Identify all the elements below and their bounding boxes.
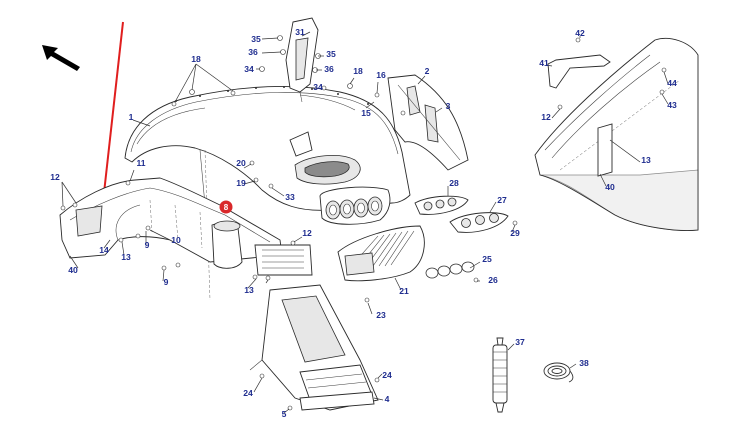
- main-fender-part: [124, 86, 411, 301]
- callout-label-13: 13: [641, 155, 651, 165]
- callout-label-36: 36: [324, 64, 334, 74]
- callout-label-2: 2: [425, 66, 430, 76]
- highlight-badge: 8: [219, 200, 233, 214]
- direction-arrow-icon: [42, 45, 80, 71]
- callout-label-23: 23: [376, 310, 386, 320]
- callout-label-35: 35: [326, 49, 336, 59]
- callout-label-34: 34: [244, 64, 254, 74]
- callout-label-19: 19: [236, 178, 246, 188]
- callout-label-11: 11: [136, 158, 145, 168]
- callout-label-25: 25: [482, 254, 492, 264]
- right-fender-part: [534, 37, 699, 231]
- red-indicator-arrow-icon: [98, 21, 124, 202]
- callout-label-41: 41: [539, 58, 549, 68]
- tape-roll-38-part: [543, 362, 574, 383]
- callout-label-18: 18: [191, 54, 201, 64]
- bracket-31-part: [285, 17, 319, 103]
- callout-label-44: 44: [667, 78, 677, 88]
- callout-label-40: 40: [605, 182, 615, 192]
- callout-label-18: 18: [353, 66, 363, 76]
- callout-label-12: 12: [50, 172, 60, 182]
- callout-label-20: 20: [236, 158, 246, 168]
- lamp-28-part: [414, 195, 469, 215]
- lower-step-bracket-part: [249, 284, 379, 411]
- callout-label-26: 26: [488, 275, 498, 285]
- callout-label-21: 21: [399, 286, 409, 296]
- side-panel-part: [387, 74, 469, 171]
- callout-label-42: 42: [575, 28, 585, 38]
- callout-label-35: 35: [251, 34, 261, 44]
- callout-label-9: 9: [145, 240, 150, 250]
- callout-label-24: 24: [243, 388, 253, 398]
- callout-label-1: 1: [129, 112, 134, 122]
- callout-label-3: 3: [446, 101, 451, 111]
- callout-label-43: 43: [667, 100, 677, 110]
- leader-lines: [61, 31, 669, 414]
- highlight-badge-label: 8: [224, 203, 229, 212]
- callout-label-24: 24: [382, 370, 392, 380]
- callout-label-5: 5: [282, 409, 287, 419]
- callout-label-10: 10: [171, 235, 181, 245]
- callout-label-33: 33: [285, 192, 295, 202]
- callout-label-12: 12: [302, 228, 312, 238]
- callout-label-12: 12: [541, 112, 551, 122]
- callout-label-15: 15: [361, 108, 371, 118]
- callout-label-36: 36: [248, 47, 258, 57]
- callout-label-13: 13: [244, 285, 254, 295]
- callout-label-37: 37: [515, 337, 525, 347]
- callout-label-31: 31: [295, 27, 305, 37]
- sealant-tube-37-part: [492, 337, 508, 413]
- callout-label-27: 27: [497, 195, 507, 205]
- callout-label-28: 28: [449, 178, 459, 188]
- callout-label-14: 14: [99, 245, 109, 255]
- callout-label-38: 38: [579, 358, 589, 368]
- callout-label-13: 13: [121, 252, 131, 262]
- callout-label-34: 34: [313, 82, 323, 92]
- callout-label-16: 16: [376, 70, 386, 80]
- gasket-25-part: [425, 261, 475, 279]
- rear-mudguard-extension-part: [59, 177, 313, 276]
- callout-label-9: 9: [164, 277, 169, 287]
- callout-label-29: 29: [510, 228, 520, 238]
- callout-label-4: 4: [385, 394, 390, 404]
- lamp-27-part: [449, 212, 509, 233]
- grille-21-part: [337, 225, 425, 282]
- callout-label-40: 40: [68, 265, 78, 275]
